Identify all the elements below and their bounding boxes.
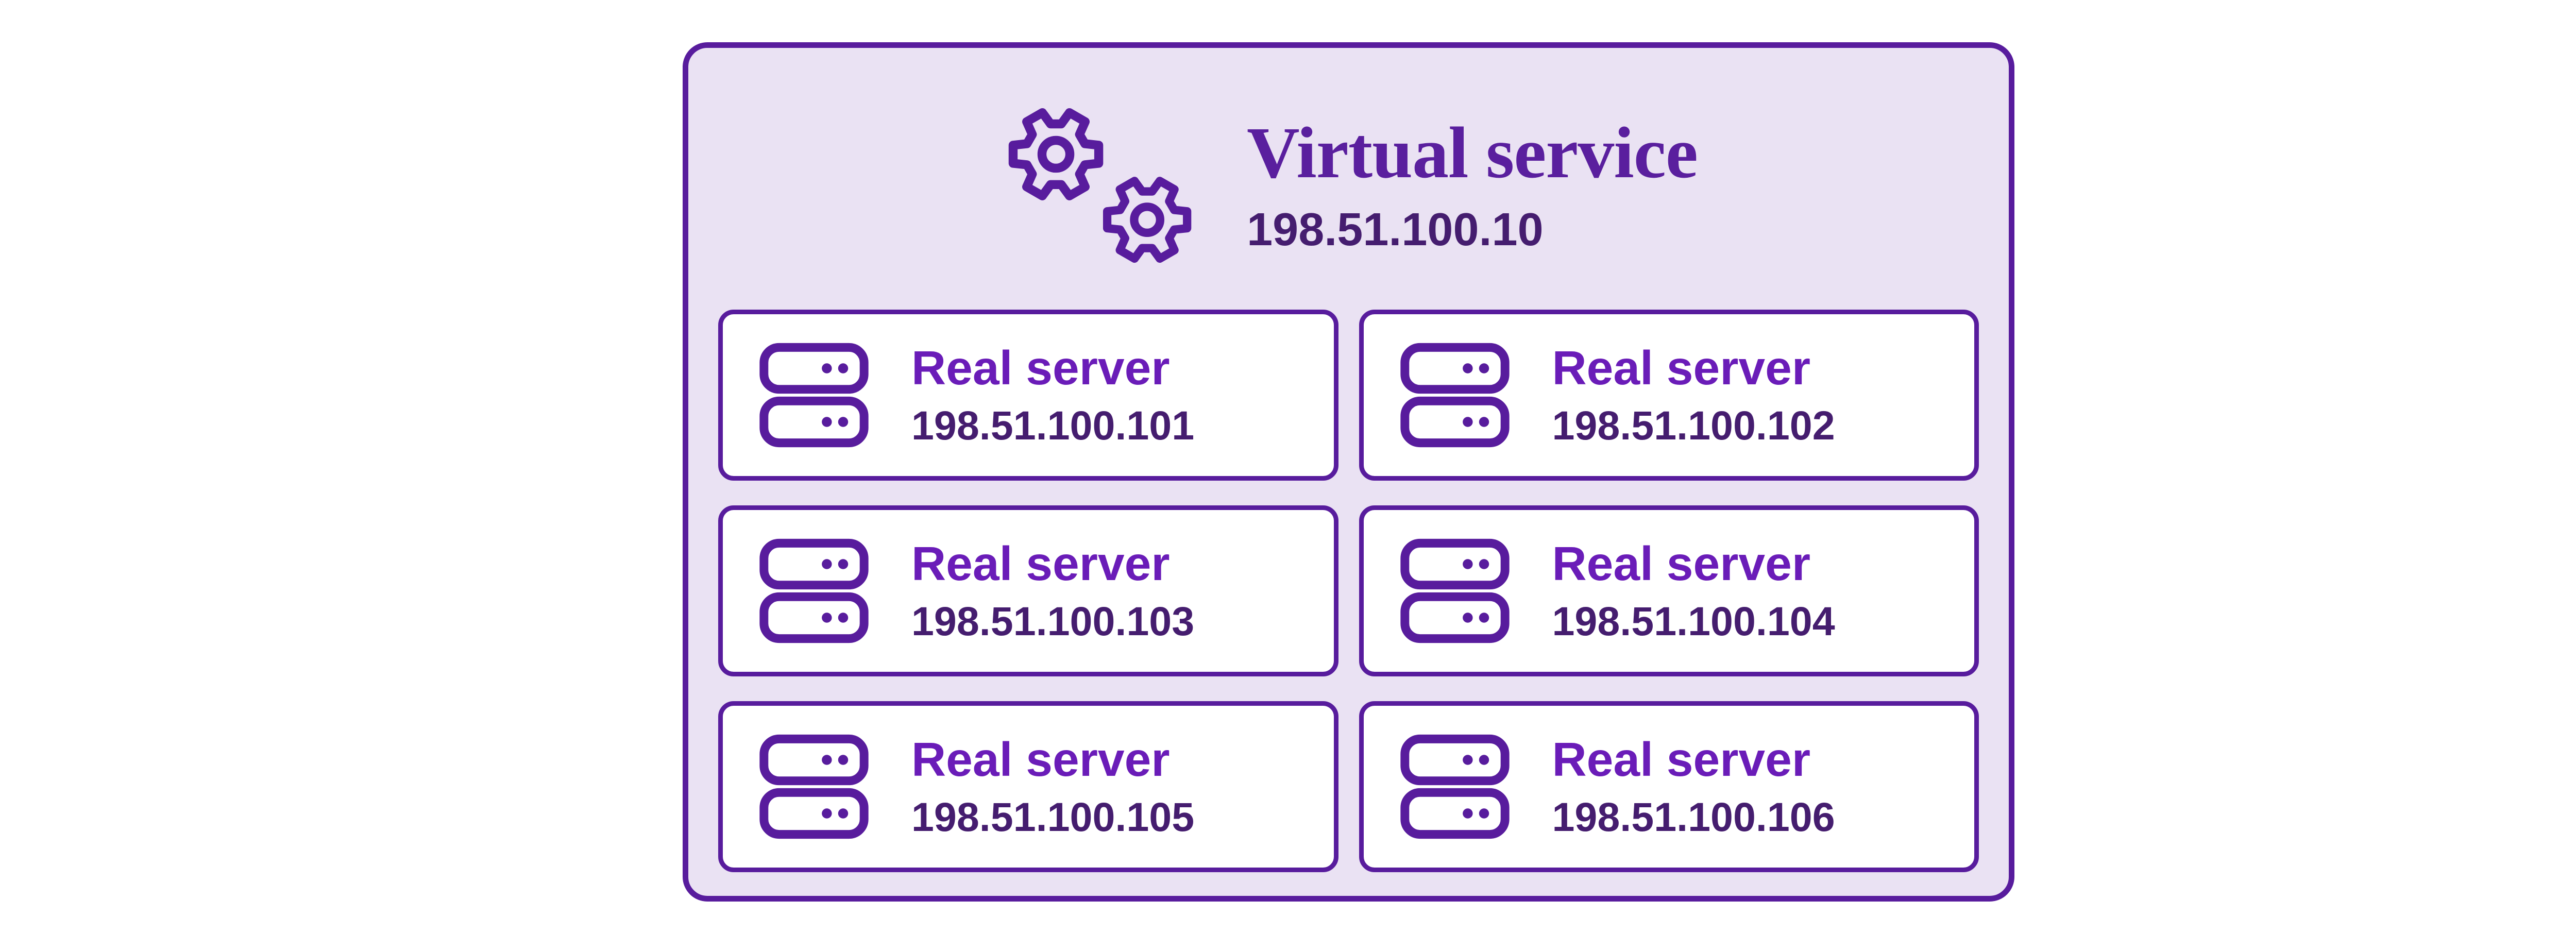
real-server-label: Real server xyxy=(1552,732,1811,786)
virtual-service-title: Virtual service xyxy=(1247,111,1698,193)
virtual-service-panel: Virtual service 198.51.100.10 Real serve… xyxy=(683,42,2014,902)
real-server-card: Real server 198.51.100.101 xyxy=(718,310,1338,481)
server-stack-icon xyxy=(756,728,872,845)
real-server-label: Real server xyxy=(911,732,1170,786)
real-server-ip: 198.51.100.102 xyxy=(1552,402,1835,449)
real-server-card: Real server 198.51.100.103 xyxy=(718,505,1338,676)
real-server-ip: 198.51.100.105 xyxy=(911,794,1195,840)
virtual-service-ip: 198.51.100.10 xyxy=(1247,204,1544,256)
real-server-label: Real server xyxy=(1552,536,1811,590)
server-stack-icon xyxy=(1397,337,1513,453)
real-server-text: Real server 198.51.100.104 xyxy=(1552,536,1835,644)
real-server-label: Real server xyxy=(911,341,1170,395)
real-server-ip: 198.51.100.104 xyxy=(1552,598,1835,644)
server-stack-icon xyxy=(756,533,872,649)
real-server-text: Real server 198.51.100.103 xyxy=(911,536,1195,644)
real-server-card: Real server 198.51.100.106 xyxy=(1359,701,1979,872)
real-server-label: Real server xyxy=(1552,341,1811,395)
real-server-ip: 198.51.100.101 xyxy=(911,402,1195,449)
virtual-service-titles: Virtual service 198.51.100.10 xyxy=(1247,114,1698,256)
gears-icon xyxy=(999,102,1225,268)
real-server-card: Real server 198.51.100.104 xyxy=(1359,505,1979,676)
real-server-label: Real server xyxy=(911,536,1170,590)
real-server-ip: 198.51.100.103 xyxy=(911,598,1195,644)
real-server-ip: 198.51.100.106 xyxy=(1552,794,1835,840)
real-server-text: Real server 198.51.100.101 xyxy=(911,343,1194,448)
real-server-card: Real server 198.51.100.102 xyxy=(1359,310,1979,481)
virtual-service-header: Virtual service 198.51.100.10 xyxy=(688,97,2009,273)
real-server-text: Real server 198.51.100.102 xyxy=(1552,343,1835,448)
real-server-text: Real server 198.51.100.106 xyxy=(1552,732,1835,840)
real-server-grid: Real server 198.51.100.101 Real server 1… xyxy=(718,310,1979,872)
real-server-text: Real server 198.51.100.105 xyxy=(911,732,1195,840)
server-stack-icon xyxy=(1397,533,1513,649)
server-stack-icon xyxy=(1397,728,1513,845)
server-stack-icon xyxy=(756,337,872,453)
real-server-card: Real server 198.51.100.105 xyxy=(718,701,1338,872)
